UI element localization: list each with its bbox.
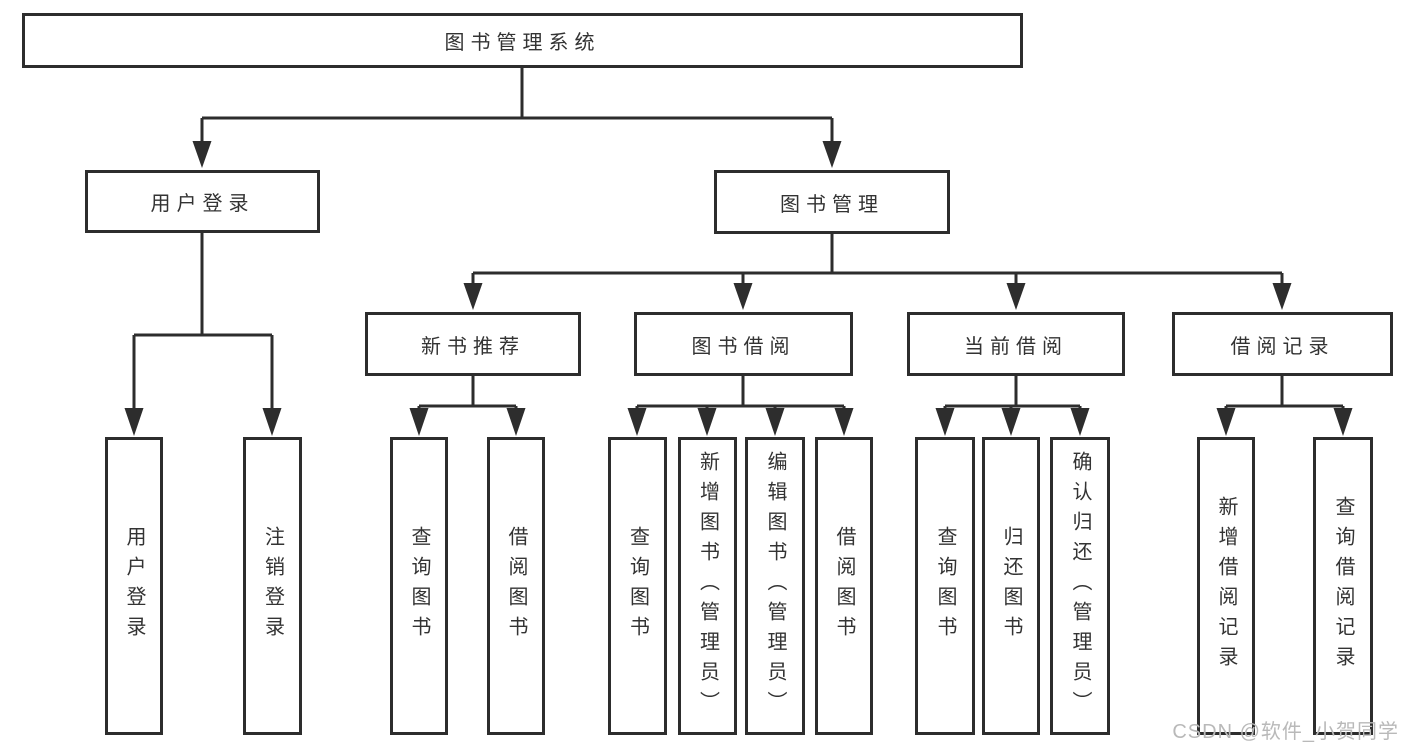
edge-current-to-children (943, 374, 1082, 412)
node-book-mgmt: 图书管理 (714, 170, 950, 234)
edge-borrow-to-children (635, 374, 846, 412)
arrow-head (765, 408, 785, 436)
leaf-confirm-return-admin: 确认归还（管理员） (1050, 437, 1110, 735)
leaf-query-books-borrow: 查询图书 (608, 437, 667, 735)
arrow-head (1333, 408, 1353, 436)
node-current-borrow: 当前借阅 (907, 312, 1125, 376)
leaf-add-book-admin: 新增图书（管理员） (678, 437, 737, 735)
edge-root-to-level2 (200, 66, 834, 142)
leaf-borrow-books: 借阅图书 (815, 437, 873, 735)
arrow-head (192, 141, 212, 168)
leaf-logout: 注销登录 (243, 437, 302, 735)
node-root: 图书管理系统 (22, 13, 1023, 68)
arrow-head (834, 408, 854, 436)
arrow-head (1006, 283, 1026, 310)
leaf-add-borrow-record: 新增借阅记录 (1197, 437, 1255, 735)
edge-recommend-to-children (417, 374, 518, 412)
leaf-borrow-books-recommend: 借阅图书 (487, 437, 545, 735)
node-borrow-records: 借阅记录 (1172, 312, 1393, 376)
arrow-head (1272, 283, 1292, 310)
leaf-query-books-recommend: 查询图书 (390, 437, 448, 735)
arrow-head (1216, 408, 1236, 436)
arrow-head (822, 141, 842, 168)
arrow-head (733, 283, 753, 310)
arrow-head (627, 408, 647, 436)
leaf-query-books-current: 查询图书 (915, 437, 975, 735)
arrow-head (697, 408, 717, 436)
edge-mgmt-to-level3 (471, 232, 1284, 285)
arrow-head (124, 408, 144, 436)
leaf-user-login: 用户登录 (105, 437, 163, 735)
edge-login-to-children (132, 231, 274, 412)
arrow-head (506, 408, 526, 436)
node-user-login: 用户登录 (85, 170, 320, 233)
arrow-head (935, 408, 955, 436)
node-new-book-recommend: 新书推荐 (365, 312, 581, 376)
leaf-edit-book-admin: 编辑图书（管理员） (745, 437, 805, 735)
arrow-head (409, 408, 429, 436)
leaf-return-book: 归还图书 (982, 437, 1040, 735)
arrow-head (463, 283, 483, 310)
arrow-head (1001, 408, 1021, 436)
arrow-head (262, 408, 282, 436)
watermark: CSDN @软件_小贺同学 (1172, 721, 1399, 743)
node-book-borrow: 图书借阅 (634, 312, 853, 376)
arrow-head (1070, 408, 1090, 436)
leaf-query-borrow-record: 查询借阅记录 (1313, 437, 1373, 735)
edge-records-to-children (1224, 374, 1345, 412)
